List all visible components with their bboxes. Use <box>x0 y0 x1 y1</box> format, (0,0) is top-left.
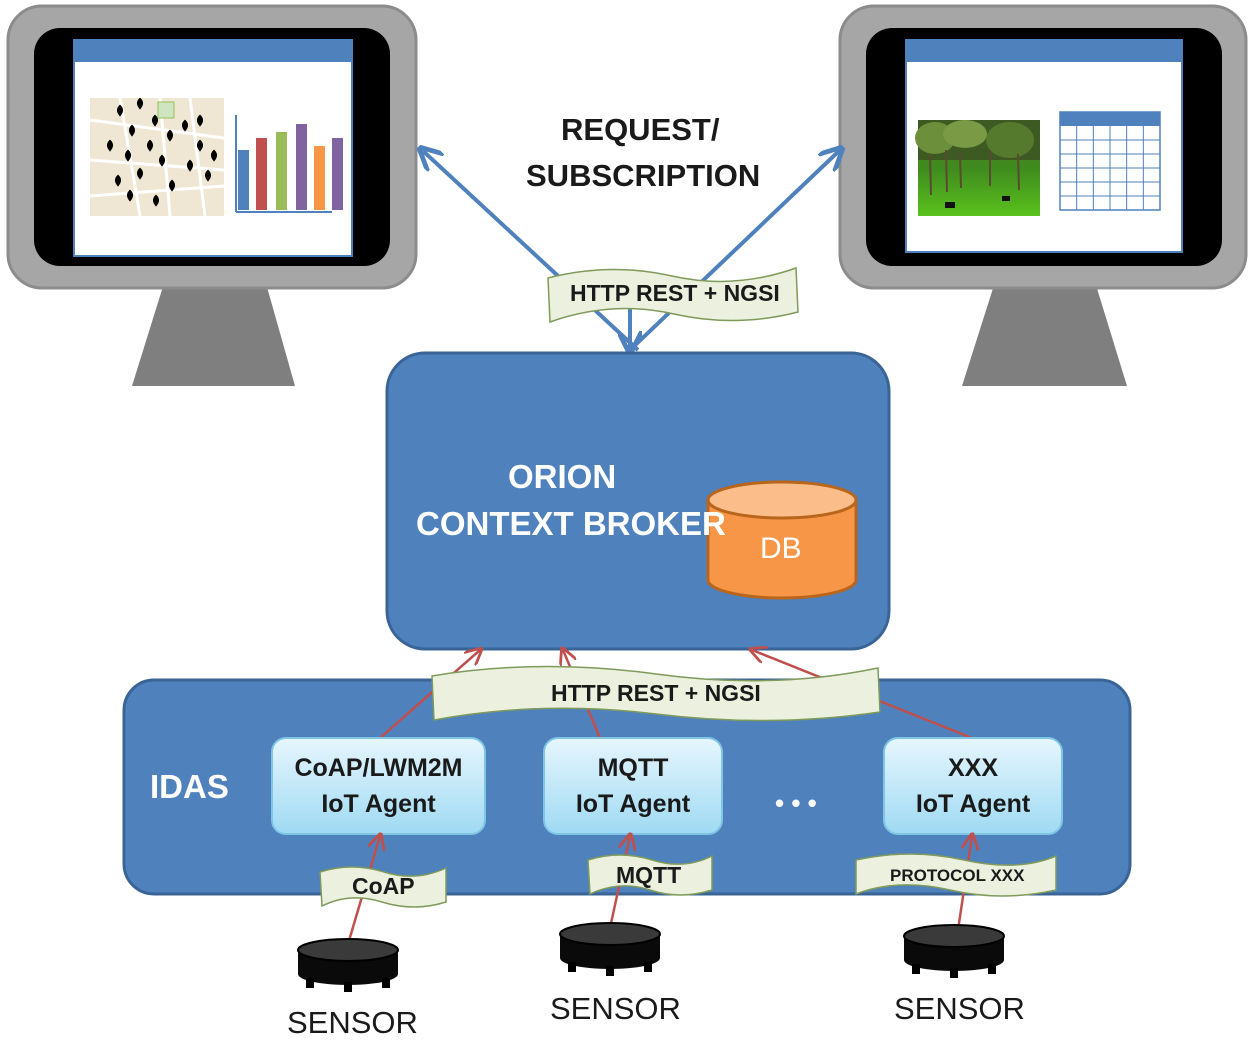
coap-protocol-label: CoAP <box>352 873 415 899</box>
sensor-label-xxx: SENSOR <box>894 991 1025 1026</box>
agent-xxx-text: XXX IoT Agent <box>884 750 1062 822</box>
map-pin-icon <box>125 149 131 162</box>
broker-title-line1: ORION <box>508 458 617 495</box>
map-pin-icon <box>187 159 193 172</box>
agent-mqtt-text: MQTT IoT Agent <box>544 750 722 822</box>
agent-mqtt-line1: MQTT <box>597 754 669 782</box>
right-screen-titlebar <box>906 40 1182 62</box>
map-pin-icon <box>167 129 173 142</box>
right-monitor-stand <box>962 282 1127 386</box>
map-pin-icon <box>182 119 188 132</box>
banners <box>319 266 1057 908</box>
table-thumbnail <box>1059 111 1161 211</box>
protocol-xxx-banner <box>855 853 1057 897</box>
agent-coap-line2: IoT Agent <box>321 790 436 818</box>
map-pin-icon <box>205 169 211 182</box>
map-pin-icon <box>159 154 165 167</box>
xxx-protocol-label: PROTOCOL XXX <box>890 866 1025 885</box>
chart-bar <box>276 132 287 210</box>
map-pin-icon <box>211 149 217 162</box>
sensor-icon <box>297 938 399 992</box>
chart-bar <box>296 124 307 210</box>
map-pin-icon <box>169 179 175 192</box>
mqtt-banner <box>587 854 713 896</box>
park-photo-thumbnail <box>915 120 1040 216</box>
right-monitor <box>838 4 1248 386</box>
south-protocol-banner <box>431 665 881 722</box>
north-protocol-banner <box>547 266 799 324</box>
db-cylinder <box>706 480 858 600</box>
agent-coap-text: CoAP/LWM2M IoT Agent <box>272 750 485 822</box>
agent-mqtt-line2: IoT Agent <box>575 790 691 818</box>
sensor-icon <box>559 922 661 976</box>
sensor-label-mqtt: SENSOR <box>550 991 681 1026</box>
map-pin-icon <box>129 124 135 137</box>
sensor-icons <box>297 922 1005 992</box>
map-pin-icon <box>127 189 133 202</box>
bar-chart-thumbnail <box>235 115 343 213</box>
map-pin-icon <box>137 97 143 110</box>
mqtt-protocol-label: MQTT <box>616 862 682 888</box>
ellipsis-label: • • • <box>775 788 817 818</box>
map-pin-icon <box>137 167 143 180</box>
chart-bar <box>256 138 267 210</box>
request-label-line2: SUBSCRIPTION <box>526 158 761 193</box>
map-pin-icon <box>107 139 113 152</box>
sensor-label-coap: SENSOR <box>287 1005 418 1040</box>
broker-title-line2: CONTEXT BROKER <box>416 505 726 542</box>
left-screen-titlebar <box>74 40 352 62</box>
left-monitor-stand <box>132 280 295 386</box>
agent-xxx-line1: XXX <box>947 754 999 782</box>
sensor-icon <box>903 924 1005 978</box>
map-pin-icon <box>153 194 159 207</box>
agent-xxx-line2: IoT Agent <box>915 790 1031 818</box>
map-pins <box>107 97 217 207</box>
map-pin-icon <box>197 114 203 127</box>
chart-bar <box>332 138 343 210</box>
map-pin-icon <box>147 139 153 152</box>
north-protocol-label: HTTP REST + NGSI <box>570 280 780 306</box>
request-label-line1: REQUEST/ <box>561 112 720 147</box>
agent-coap-line1: CoAP/LWM2M <box>294 754 463 782</box>
chart-bar <box>314 146 325 210</box>
agent-boxes <box>271 737 1063 835</box>
map-pin-icon <box>152 114 158 127</box>
idas-label: IDAS <box>150 768 229 805</box>
south-protocol-label: HTTP REST + NGSI <box>551 680 761 706</box>
map-pin-icon <box>115 174 121 187</box>
map-pin-icon <box>197 139 203 152</box>
map-pin-icon <box>117 104 123 117</box>
db-label: DB <box>760 532 802 565</box>
left-monitor <box>6 4 418 386</box>
coap-banner <box>319 866 447 908</box>
chart-bar <box>238 150 249 210</box>
